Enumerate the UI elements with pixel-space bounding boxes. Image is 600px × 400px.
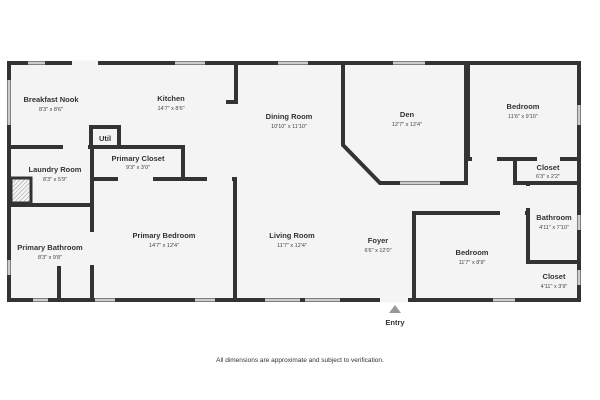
room-dims: 9'3" x 3'0" bbox=[126, 165, 150, 171]
room-dims: 4'11" x 7'10" bbox=[539, 225, 569, 231]
chimney-hatch bbox=[9, 176, 33, 205]
room-name: Primary Closet bbox=[112, 154, 165, 163]
room-dims: 12'7" x 12'4" bbox=[392, 122, 422, 128]
room-dims: 10'10" x 11'10" bbox=[271, 124, 307, 130]
room-dims: 11'7" x 12'4" bbox=[277, 243, 307, 249]
footnote: All dimensions are approximate and subje… bbox=[216, 357, 384, 364]
room-name: Living Room bbox=[269, 231, 315, 240]
room-breakfast-nook: Breakfast Nook 8'3" x 8'6" bbox=[23, 95, 79, 113]
room-dims: 4'11" x 3'9" bbox=[541, 284, 568, 290]
room-bedroom-1: Bedroom 11'6" x 9'10" bbox=[507, 102, 540, 120]
room-living-room: Living Room 11'7" x 12'4" bbox=[269, 231, 315, 249]
room-primary-bedroom: Primary Bedroom 14'7" x 12'4" bbox=[133, 231, 196, 249]
windows bbox=[7, 61, 581, 302]
room-dims: 8'3" x 9'8" bbox=[38, 255, 62, 261]
room-name: Den bbox=[400, 110, 415, 119]
room-laundry-room: Laundry Room 8'3" x 5'9" bbox=[29, 165, 82, 183]
room-name: Bedroom bbox=[507, 102, 540, 111]
room-name: Bedroom bbox=[456, 248, 489, 257]
room-foyer: Foyer 6'6" x 12'0" bbox=[364, 236, 391, 254]
room-dims: 6'6" x 12'0" bbox=[364, 248, 391, 254]
room-name: Breakfast Nook bbox=[23, 95, 79, 104]
room-name: Bathroom bbox=[536, 213, 572, 222]
room-name: Primary Bathroom bbox=[17, 243, 83, 252]
room-kitchen: Kitchen 14'7" x 8'6" bbox=[157, 94, 185, 112]
room-closet-2: Closet 4'11" x 3'9" bbox=[541, 272, 568, 290]
room-closet-1: Closet 6'3" x 2'2" bbox=[536, 163, 560, 180]
room-dims: 11'7" x 8'9" bbox=[459, 260, 486, 266]
door-openings bbox=[63, 60, 560, 303]
room-bathroom: Bathroom 4'11" x 7'10" bbox=[536, 213, 572, 231]
room-dims: 6'3" x 2'2" bbox=[536, 174, 560, 180]
room-dims: 14'7" x 12'4" bbox=[149, 243, 179, 249]
room-bedroom-2: Bedroom 11'7" x 8'9" bbox=[456, 248, 489, 266]
floor bbox=[9, 63, 579, 300]
room-name: Closet bbox=[543, 272, 566, 281]
room-name: Util bbox=[99, 134, 111, 143]
room-name: Laundry Room bbox=[29, 165, 82, 174]
entry-arrow-icon bbox=[389, 305, 401, 313]
room-primary-bathroom: Primary Bathroom 8'3" x 9'8" bbox=[17, 243, 83, 261]
room-util: Util bbox=[99, 134, 111, 143]
room-name: Dining Room bbox=[266, 112, 313, 121]
room-name: Closet bbox=[537, 163, 560, 172]
room-name: Kitchen bbox=[157, 94, 185, 103]
entry-label: Entry bbox=[385, 318, 405, 327]
room-dims: 11'6" x 9'10" bbox=[508, 114, 538, 120]
room-den: Den 12'7" x 12'4" bbox=[392, 110, 422, 128]
room-dining-room: Dining Room 10'10" x 11'10" bbox=[266, 112, 313, 130]
room-dims: 8'3" x 8'6" bbox=[39, 107, 63, 113]
room-primary-closet: Primary Closet 9'3" x 3'0" bbox=[112, 154, 165, 171]
room-dims: 8'3" x 5'9" bbox=[43, 177, 67, 183]
room-name: Primary Bedroom bbox=[133, 231, 196, 240]
room-name: Foyer bbox=[368, 236, 389, 245]
room-dims: 14'7" x 8'6" bbox=[157, 106, 184, 112]
